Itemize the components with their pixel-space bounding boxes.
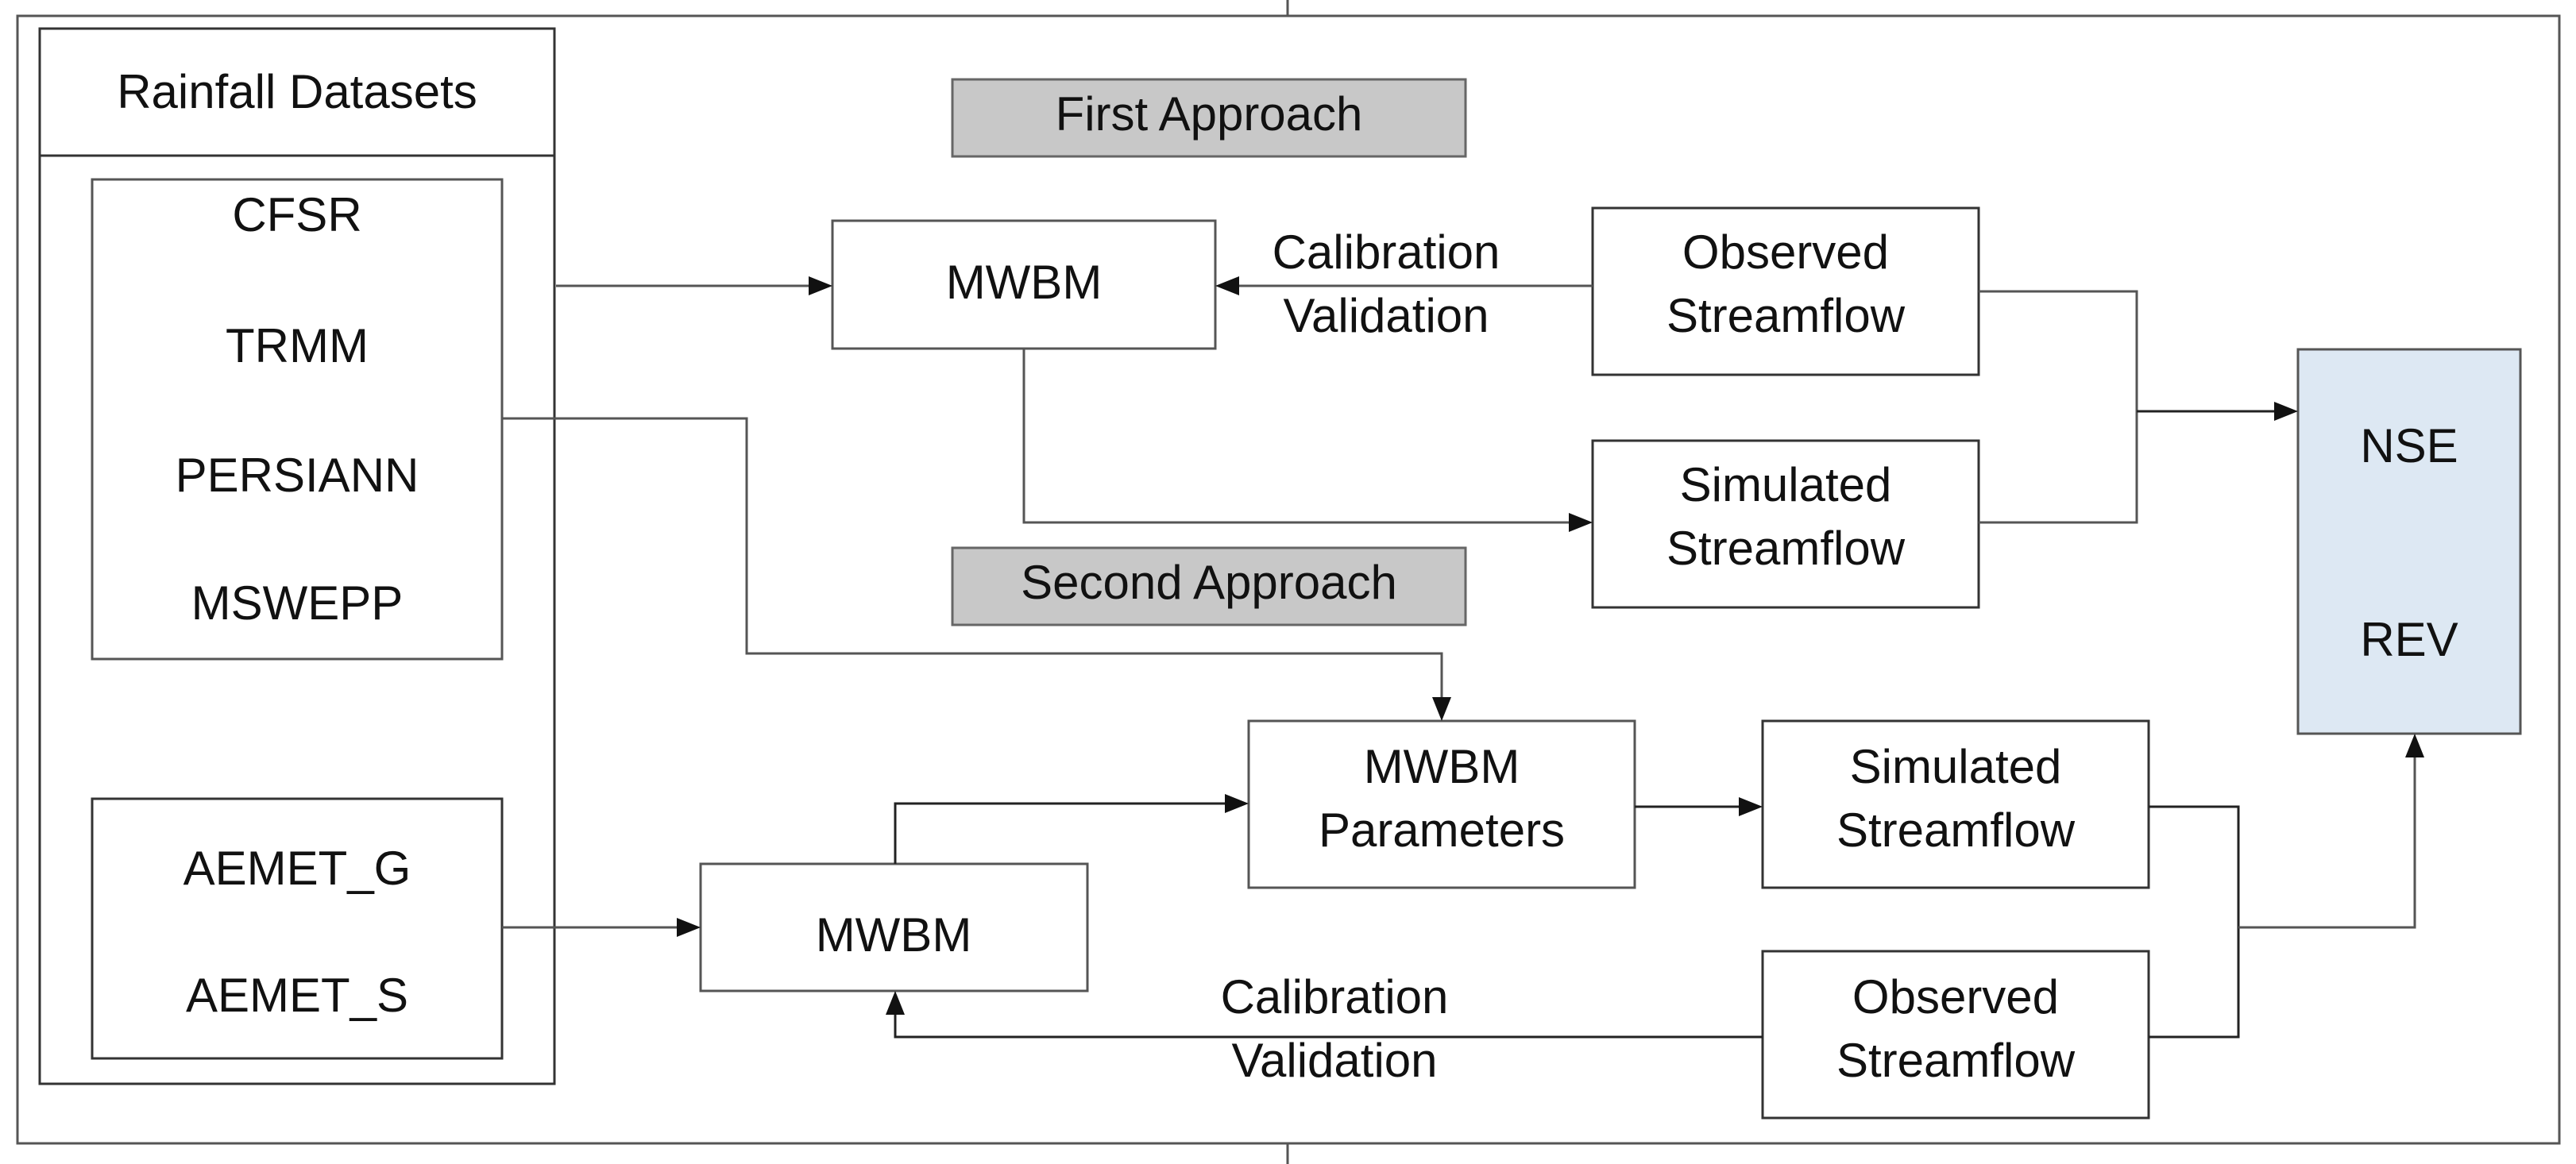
arrow-into-first-simulated — [1569, 513, 1593, 532]
arrow-into-second-simulated — [1739, 797, 1763, 816]
connector-second-mwbm-to-params — [894, 802, 1225, 864]
arrow-calibration-into-first-mwbm — [1215, 276, 1239, 295]
first-approach-tag — [951, 78, 1467, 158]
connector-second-observed-to-mwbm — [894, 1015, 1763, 1039]
dataset-cfsr: CFSR — [232, 188, 361, 241]
connector-second-join-to-metrics — [2238, 757, 2416, 929]
first-observed-line1: Observed — [1682, 225, 1889, 279]
second-approach-tag — [951, 546, 1467, 626]
second-simulated-streamflow-box — [1761, 719, 2150, 889]
dataset-aemet-g: AEMET_G — [183, 842, 411, 895]
second-validation-label: Validation — [1231, 1034, 1437, 1087]
second-mwbm-box — [699, 862, 1089, 992]
arrow-into-params-top — [1432, 697, 1451, 721]
arrow-into-second-mwbm — [677, 918, 701, 937]
second-params-line2: Parameters — [1319, 804, 1565, 857]
first-validation-label: Validation — [1283, 289, 1489, 342]
second-mwbm-label: MWBM — [816, 908, 972, 962]
second-observed-line2: Streamflow — [1836, 1034, 2076, 1087]
rainfall-title: Rainfall Datasets — [117, 65, 477, 118]
metric-rev: REV — [2360, 613, 2458, 666]
arrow-into-metrics-bottom — [2405, 734, 2424, 757]
second-simulated-line2: Streamflow — [1836, 804, 2076, 857]
first-mwbm-label: MWBM — [946, 256, 1103, 309]
first-approach-label: First Approach — [1056, 87, 1363, 141]
metrics-box — [2296, 348, 2522, 735]
dataset-persiann: PERSIANN — [176, 449, 419, 502]
first-calibration-label: Calibration — [1273, 225, 1500, 279]
arrow-into-params-left — [1225, 794, 1249, 813]
arrow-into-first-mwbm — [809, 276, 832, 295]
arrow-calibration-into-second-mwbm — [886, 991, 905, 1015]
first-observed-line2: Streamflow — [1666, 289, 1906, 342]
first-simulated-line2: Streamflow — [1666, 522, 1906, 575]
arrow-into-metrics-first — [2274, 402, 2298, 421]
dataset-mswepp: MSWEPP — [191, 576, 404, 630]
first-simulated-streamflow-box — [1591, 439, 1980, 609]
dataset-trmm: TRMM — [226, 319, 369, 372]
satellite-dataset-box — [91, 178, 504, 661]
second-simulated-line1: Simulated — [1850, 740, 2062, 793]
second-observed-streamflow-box — [1761, 950, 2150, 1120]
second-approach-label: Second Approach — [1021, 556, 1397, 609]
connector-first-mwbm-to-simulated — [1022, 349, 1569, 524]
connector-second-streamflows-to-join — [2149, 805, 2240, 1039]
metric-nse: NSE — [2360, 419, 2458, 472]
gauge-dataset-box — [91, 797, 504, 1060]
first-simulated-line1: Simulated — [1680, 458, 1892, 511]
second-params-box — [1247, 719, 1636, 889]
connector-rainfall-to-params — [502, 417, 1443, 697]
second-calibration-label: Calibration — [1221, 970, 1449, 1023]
connector-first-observed-to-join — [1979, 290, 2138, 524]
first-observed-streamflow-box — [1591, 206, 1980, 376]
second-params-line1: MWBM — [1364, 740, 1520, 793]
second-observed-line1: Observed — [1852, 970, 2059, 1023]
dataset-aemet-s: AEMET_S — [186, 969, 408, 1022]
